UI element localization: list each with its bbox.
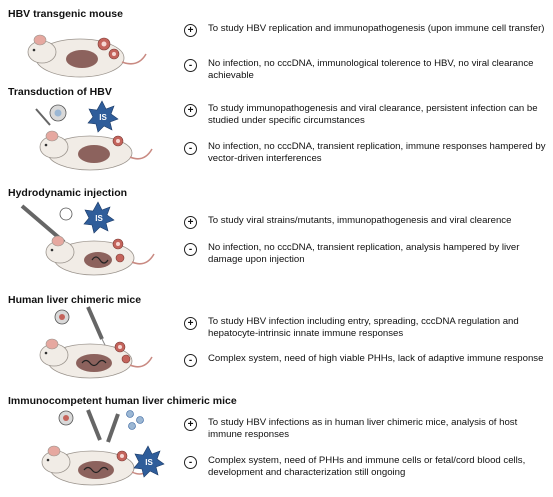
plus-icon: + (184, 104, 197, 117)
plus-icon: + (184, 216, 197, 229)
minus-icon: - (184, 59, 197, 72)
limitation-text: No infection, no cccDNA, immunological t… (208, 58, 534, 81)
plus-icon: + (184, 24, 197, 37)
svg-text:IS: IS (145, 458, 153, 467)
section-title: Immunocompetent human liver chimeric mic… (8, 395, 237, 407)
limitation-text: No infection, no cccDNA, transient repli… (208, 242, 520, 265)
is-star-icon (83, 201, 115, 234)
plus-icon: + (184, 418, 197, 431)
advantage-text: To study immunopathogenesis and viral cl… (208, 103, 538, 126)
limitation-text: Complex system, need of high viable PHHs… (208, 353, 544, 364)
mouse-illustration: IS (35, 100, 153, 171)
is-star-icon (133, 445, 165, 478)
is-star-icon (87, 100, 119, 133)
mouse-illustration (27, 34, 147, 78)
limitation-text: Complex system, need of PHHs and immune … (208, 455, 526, 478)
svg-text:IS: IS (99, 113, 107, 122)
mouse-illustration: IS (20, 201, 155, 276)
minus-icon: - (184, 243, 197, 256)
mouse-illustration: IS (41, 409, 165, 486)
svg-text:IS: IS (95, 214, 103, 223)
section-title: Human liver chimeric mice (8, 294, 142, 306)
mouse-illustration (39, 306, 153, 379)
minus-icon: - (184, 142, 197, 155)
section-title: Transduction of HBV (8, 86, 112, 98)
section-title: Hydrodynamic injection (8, 187, 128, 199)
advantage-text: To study HBV replication and immunopatho… (208, 23, 545, 34)
advantage-text: To study viral strains/mutants, immunopa… (208, 215, 512, 226)
section-title: HBV transgenic mouse (8, 8, 123, 20)
plus-icon: + (184, 317, 197, 330)
advantage-text: To study HBV infection including entry, … (208, 316, 519, 339)
limitation-text: No infection, no cccDNA, transient repli… (208, 141, 546, 164)
minus-icon: - (184, 456, 197, 469)
minus-icon: - (184, 354, 197, 367)
advantage-text: To study HBV infections as in human live… (208, 417, 518, 440)
